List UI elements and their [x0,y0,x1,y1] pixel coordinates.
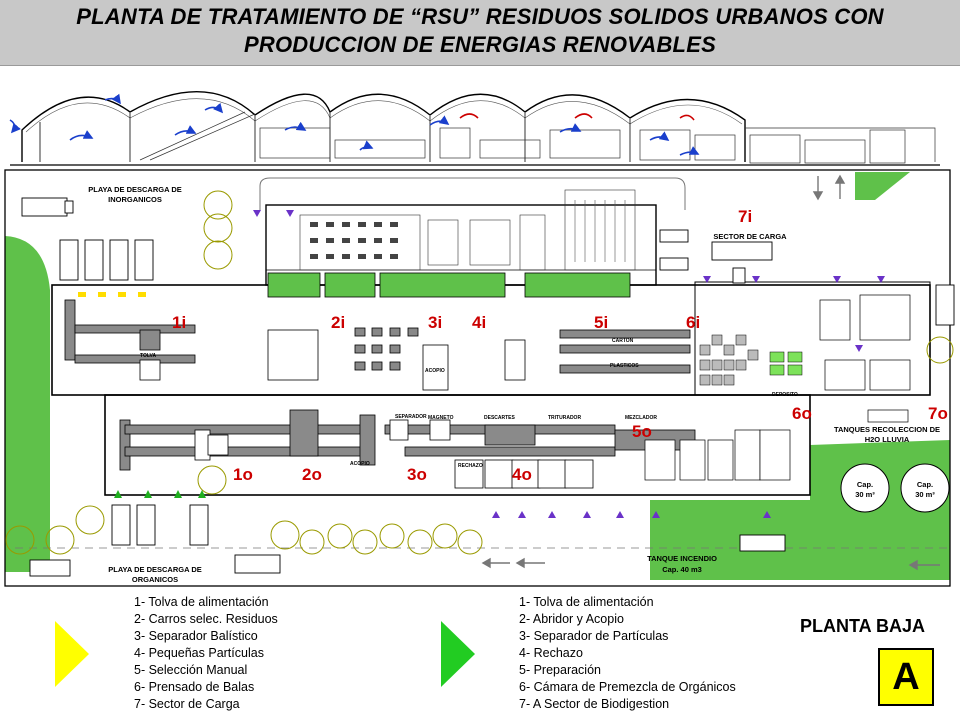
header-bar: PLANTA DE TRATAMIENTO DE “RSU” RESIDUOS … [0,0,960,66]
section-elevation [9,91,940,166]
legend-item: 4- Rechazo [519,646,583,660]
label-acopio-b: ACOPIO [350,461,370,467]
green-markers [114,490,206,498]
area-captions: PLAYA DE DESCARGA DE INORGANICOS PLAYA D… [88,185,940,584]
tanques-lluvia-line2: H2O LLUVIA [865,435,910,444]
office-block [299,189,636,271]
site-boundary [4,169,951,587]
right-rooms [644,294,911,481]
legend-item: 2- Carros selec. Residuos [134,612,278,626]
tank2-cap-line1: Cap. [917,480,933,489]
descarga-inorganicos-line2: INORGANICOS [108,195,162,204]
zone-label-2o: 2o [302,465,322,484]
label-rechazo: RECHAZO [458,463,483,469]
water-tanks [840,463,950,513]
zone-label-1o: 1o [233,465,253,484]
zone-label-3i: 3i [428,313,442,332]
office-green-strips [267,272,631,298]
traffic-arrows [481,174,940,571]
label-plasticos: PLASTICOS [610,363,639,369]
zone-label-3o: 3o [407,465,427,484]
legend-item: 3- Separador de Partículas [519,629,669,643]
zone-label-4o: 4o [512,465,532,484]
legend-item: 1- Tolva de alimentación [519,595,654,609]
tank1-cap-line2: 30 m³ [855,490,875,499]
label-deposito: DEPOSITO [772,392,798,398]
equipment-captions: TOLVA ACOPIO ACOPIO SEPARADOR PLASTICOS … [140,338,798,469]
zone-label-6o: 6o [792,404,812,423]
zone-label-5o: 5o [632,422,652,441]
zone-label-7i: 7i [738,207,752,226]
main-building [51,204,931,496]
tank2-cap-line2: 30 m³ [915,490,935,499]
zone-label-5i: 5i [594,313,608,332]
sheet-badge: A [878,648,934,706]
legend-item: 2- Abridor y Acopio [519,612,624,626]
label-acopio: ACOPIO [425,368,445,374]
zone-label-7o: 7o [928,404,948,423]
tanque-incendio-line1: TANQUE INCENDIO [647,554,717,563]
legend-item: 4- Pequeñas Partículas [134,646,264,660]
trucks [21,197,955,577]
tanques-lluvia-line1: TANQUES RECOLECCION DE [834,425,940,434]
descarga-organicos-line2: ORGANICOS [132,575,178,584]
legend-item: 7- A Sector de Biodigestion [519,697,670,711]
legend-organic: 1- Tolva de alimentación 2- Abridor y Ac… [519,594,736,713]
site-trees [5,190,954,555]
legend-inorganic: 1- Tolva de alimentación 2- Carros selec… [134,594,278,713]
zone-label-4i: 4i [472,313,486,332]
zone-label-1i: 1i [172,313,186,332]
legend-item: 5- Selección Manual [134,663,248,677]
sector-carga-label: SECTOR DE CARGA [713,232,787,241]
legend-item: 7- Sector de Carga [134,697,240,711]
legend-item: 6- Prensado de Balas [134,680,255,694]
label-separador: SEPARADOR [395,414,427,420]
legend-item: 1- Tolva de alimentación [134,595,269,609]
tank1-cap-line1: Cap. [857,480,873,489]
planta-baja-label: PLANTA BAJA [800,616,925,636]
zone-labels: 1i 2i 3i 4i 5i 6i 7i 1o 2o 3o 4o 5o 6o 7… [172,207,948,484]
bale-storage [699,334,759,386]
green-containers [769,351,803,376]
purple-markers [253,210,885,518]
label-mezclador: MEZCLADOR [625,415,657,421]
page-title-line2: PRODUCCION DE ENERGIAS RENOVABLES [244,32,716,57]
yellow-markers [78,292,146,297]
legend-arrow-organic-icon [441,621,475,687]
label-trituradora: TRITURADOR [548,415,581,421]
label-carton: CARTON [612,338,634,344]
page-title-line1: PLANTA DE TRATAMIENTO DE “RSU” RESIDUOS … [76,4,884,29]
legend-arrow-inorganic-icon [55,621,89,687]
zone-label-2i: 2i [331,313,345,332]
legend-item: 6- Cámara de Premezcla de Orgánicos [519,680,736,694]
legend-item: 5- Preparación [519,663,601,677]
label-tolva: TOLVA [140,353,157,359]
descarga-organicos-line1: PLAYA DE DESCARGA DE [108,565,202,574]
label-descartes: DESCARTES [484,415,516,421]
tanque-incendio-line2: Cap. 40 m3 [662,565,702,574]
descarga-inorganicos-line1: PLAYA DE DESCARGA DE [88,185,182,194]
zone-label-6i: 6i [686,313,700,332]
label-magneto: MAGNETO [428,415,454,421]
legend-item: 3- Separador Balístico [134,629,258,643]
